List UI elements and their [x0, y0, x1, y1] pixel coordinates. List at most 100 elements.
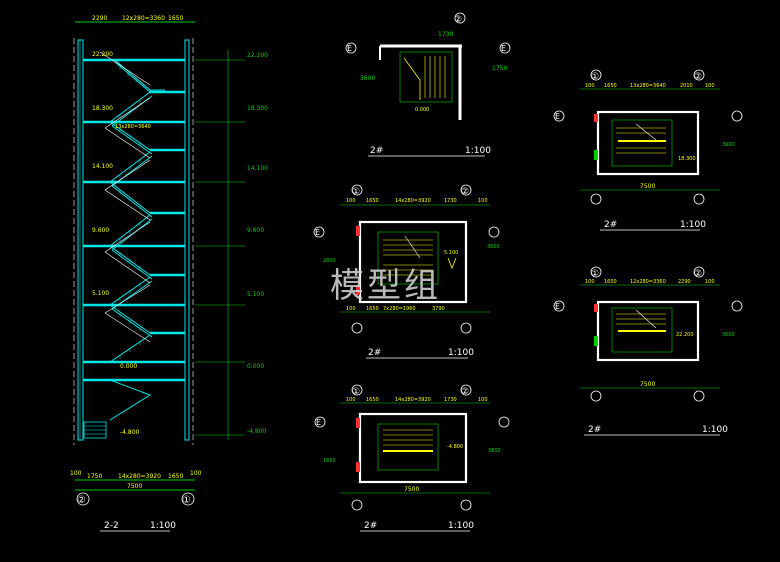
plan-top: E E ② 1730 3600 1750 0.000 2# 1:100: [345, 12, 511, 157]
plan-bottom: ① ② E 100 1650 14x280=3920 1730 100 -4.8…: [314, 384, 510, 532]
section-top-dim-1: 2290: [92, 15, 107, 22]
plan-bottom-side-2: 3800: [488, 448, 501, 454]
section-elev-right-4: 9.600: [247, 227, 264, 234]
plan-rt-top-4: 2010: [680, 83, 693, 89]
plan-top-axis-left: E: [347, 44, 352, 53]
plan-mid-scale: 1:100: [448, 348, 474, 358]
section-elev-right-5: 5.100: [247, 291, 264, 298]
section-elev-right-7: -4.800: [247, 428, 267, 435]
plan-mid-top-3: 14x280=3920: [395, 198, 431, 204]
section-bottom-dim-4: 1650: [168, 473, 183, 480]
plan-bottom-top-2: 1650: [366, 397, 379, 403]
plan-bottom-side-1: 1650: [323, 458, 336, 464]
plan-rt-top-3: 13x280=3640: [630, 83, 666, 89]
plan-mid-bottom-1: 100: [346, 306, 356, 312]
plan-mid-side-2: 3600: [487, 244, 500, 250]
section-elev-left-7: -4.800: [120, 429, 140, 436]
plan-rt-top-2: 1650: [604, 83, 617, 89]
plan-rt-top-5: 100: [705, 83, 715, 89]
plan-bottom-axis-side: E: [316, 418, 321, 427]
plan-mid: ① ② E 100 1650 14x280=3920 1730 100: [313, 184, 500, 359]
section-scale: 1:100: [150, 521, 176, 531]
section-bottom-dim-2: 1750: [87, 473, 102, 480]
section-bottom-dim-1: 100: [70, 470, 82, 477]
plan-rb-top-5: 100: [705, 279, 715, 285]
plan-rt-axis-right: ②: [694, 72, 702, 82]
plan-mid-top-1: 100: [346, 198, 356, 204]
plan-mid-bottom-3: 7x280=1960: [383, 306, 416, 312]
plan-rt-side: 3900: [722, 142, 735, 148]
section-2-2: 2290 12x280=3360 1650: [70, 15, 268, 532]
plan-mid-elev: 5.100: [444, 250, 458, 256]
section-total-dim: 7500: [127, 483, 142, 490]
section-elev-right-6: 0.000: [247, 363, 264, 370]
plan-right-top: ① ② E 100 1650 13x280=3640 2010 100 18.3…: [553, 69, 743, 231]
plan-bottom-top-5: 100: [478, 397, 488, 403]
section-elev-left-5: 5.100: [92, 290, 109, 297]
plan-rt-elev: 18.300: [678, 156, 696, 162]
section-axis-right: ①: [182, 495, 191, 506]
section-elev-left-2: 18.300: [92, 105, 113, 112]
plan-bottom-axis-right: ②: [461, 387, 469, 397]
plan-rb-side: 3600: [722, 332, 735, 338]
plan-top-side-1: 3600: [360, 75, 375, 82]
plan-rb-top-4: 2290: [678, 279, 691, 285]
section-elev-left-1: 22.200: [92, 51, 113, 58]
plan-bottom-scale: 1:100: [448, 521, 474, 531]
plan-rt-axis-left: ①: [591, 72, 599, 82]
plan-top-side-2: 1750: [492, 65, 507, 72]
section-elev-left-3: 14.100: [92, 163, 113, 170]
plan-rt-axis-side: E: [555, 112, 560, 121]
section-flight-label: 13x280=3640: [115, 124, 151, 130]
plan-bottom-axis-left: ①: [352, 387, 360, 397]
plan-top-dim: 1730: [438, 31, 453, 38]
plan-rb-scale: 1:100: [702, 425, 728, 435]
section-elev-left-4: 9.600: [92, 227, 109, 234]
plan-rb-top-3: 12x280=3360: [630, 279, 666, 285]
plan-top-title: 2#: [370, 146, 383, 156]
plan-rt-total: 7500: [640, 183, 655, 190]
watermark-text: 模型组: [330, 266, 441, 306]
plan-bottom-title: 2#: [364, 521, 377, 531]
plan-rb-top-2: 1650: [604, 279, 617, 285]
section-elev-left-6: 0.000: [120, 363, 137, 370]
plan-mid-axis-left: ①: [352, 187, 360, 197]
plan-rt-top-1: 100: [585, 83, 595, 89]
plan-bottom-elev: -4.800: [447, 444, 463, 450]
section-elev-right-2: 18.300: [247, 105, 268, 112]
plan-rt-title: 2#: [604, 220, 617, 230]
plan-mid-axis-side: E: [315, 228, 320, 237]
plan-rb-axis-side: E: [555, 302, 560, 311]
plan-mid-side-1: 2800: [323, 258, 336, 264]
plan-mid-title: 2#: [368, 348, 381, 358]
plan-rb-title: 2#: [588, 425, 601, 435]
plan-top-elev: 0.000: [415, 107, 429, 113]
plan-rb-total: 7500: [640, 381, 655, 388]
section-bottom-dim-5: 100: [190, 470, 202, 477]
plan-rt-scale: 1:100: [680, 220, 706, 230]
plan-top-axis-top: ②: [454, 15, 462, 25]
section-top-dim-3: 1650: [168, 15, 183, 22]
plan-mid-top-2: 1650: [366, 198, 379, 204]
section-title: 2-2: [104, 521, 119, 531]
section-axis-left: ②: [77, 495, 86, 506]
plan-mid-axis-right: ②: [461, 187, 469, 197]
plan-mid-top-4: 1730: [444, 198, 457, 204]
plan-top-axis-right: E: [501, 44, 506, 53]
plan-bottom-top-3: 14x280=3920: [395, 397, 431, 403]
plan-mid-bottom-4: 3790: [432, 306, 445, 312]
section-elev-right-3: 14.100: [247, 165, 268, 172]
plan-mid-bottom-2: 1650: [366, 306, 379, 312]
plan-mid-top-5: 100: [478, 198, 488, 204]
plan-rb-top-1: 100: [585, 279, 595, 285]
plan-right-bottom: ① ② E 100 1650 12x280=3360 2290 100 22.2…: [553, 266, 743, 436]
section-bottom-dim-3: 14x280=3920: [118, 473, 161, 480]
plan-bottom-top-4: 1730: [444, 397, 457, 403]
plan-rb-axis-left: ①: [591, 269, 599, 279]
plan-rb-axis-right: ②: [694, 269, 702, 279]
plan-bottom-top-1: 100: [346, 397, 356, 403]
section-elev-right-1: 22.200: [247, 52, 268, 59]
plan-rb-elev: 22.200: [676, 332, 694, 338]
